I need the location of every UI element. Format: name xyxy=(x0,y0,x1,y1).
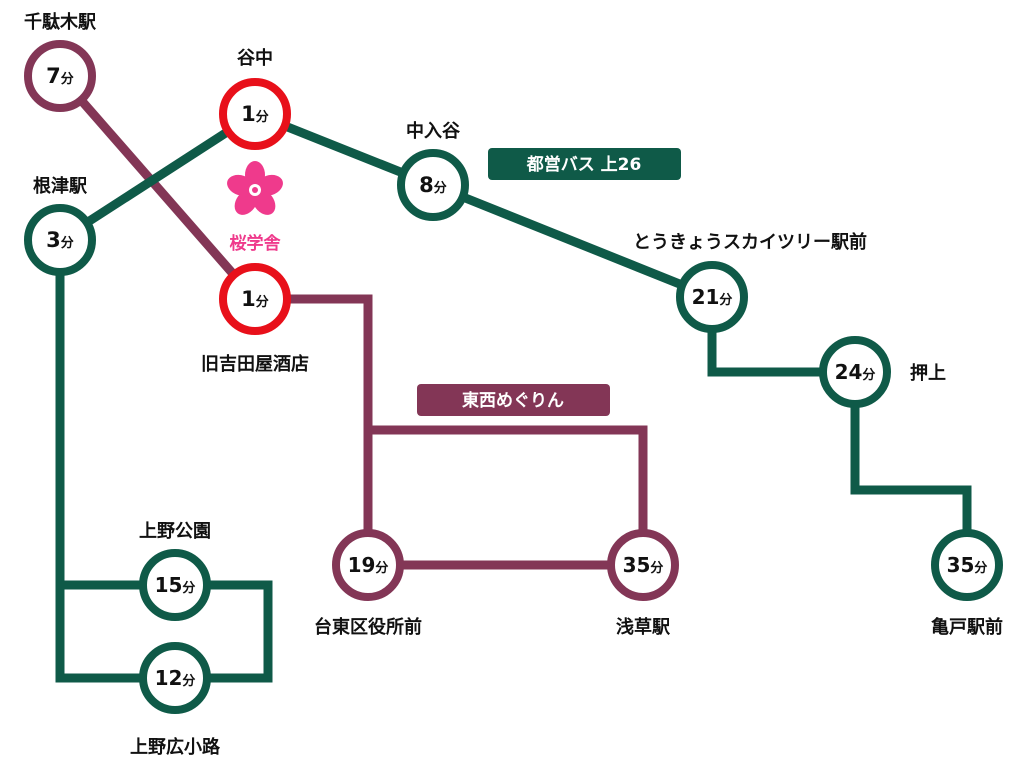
route-line-ueno-branch xyxy=(55,240,175,683)
stop-circle[interactable] xyxy=(24,204,96,276)
travel-time: 7分 xyxy=(46,64,74,88)
stop-name: 上野広小路 xyxy=(130,736,221,758)
stop-skytree[interactable]: 21分 とうきょうスカイツリー駅前 xyxy=(633,231,867,333)
stop-name: とうきょうスカイツリー駅前 xyxy=(633,231,867,253)
travel-time: 1分 xyxy=(241,287,269,311)
travel-time-value: 19 xyxy=(348,553,376,577)
route-line-bus-ue26 xyxy=(57,108,714,302)
stop-name: 谷中 xyxy=(237,47,273,69)
stop-name: 浅草駅 xyxy=(616,616,671,638)
travel-time-value: 35 xyxy=(947,553,975,577)
stop-name: 旧吉田屋酒店 xyxy=(201,353,309,375)
stop-name: 上野公園 xyxy=(139,521,211,542)
stop-name: 千駄木駅 xyxy=(24,11,97,33)
travel-time-value: 24 xyxy=(835,360,863,384)
stop-circle[interactable] xyxy=(819,336,891,408)
travel-time-value: 12 xyxy=(155,666,183,690)
stop-ueno_park[interactable]: 15分 上野公園 xyxy=(139,521,211,621)
travel-time-unit: 分 xyxy=(719,292,732,308)
stop-sendagi[interactable]: 7分 千駄木駅 xyxy=(24,11,97,112)
svg-text:都営バス 上26: 都営バス 上26 xyxy=(526,154,642,175)
travel-time-value: 3 xyxy=(46,228,61,252)
travel-time-unit: 分 xyxy=(182,673,195,689)
travel-time-unit: 分 xyxy=(974,560,987,576)
stop-circle[interactable] xyxy=(931,529,1003,601)
sakura-flower-icon xyxy=(227,161,283,215)
route-line-bus-kameido xyxy=(850,372,972,565)
stop-circle[interactable] xyxy=(607,529,679,601)
travel-time-unit: 分 xyxy=(256,109,269,125)
travel-time: 8分 xyxy=(419,173,447,197)
travel-time-value: 7 xyxy=(46,64,61,88)
school-label: 桜学舎 xyxy=(230,233,282,254)
stop-circle[interactable] xyxy=(139,642,211,714)
stop-yanaka[interactable]: 1分 谷中 xyxy=(219,47,291,150)
travel-time: 3分 xyxy=(46,228,74,252)
travel-time: 19分 xyxy=(348,553,389,577)
stop-circle[interactable] xyxy=(397,149,469,221)
route-line-meguririn-loop xyxy=(368,425,648,565)
meguririn-route-label: 東西めぐりん xyxy=(417,384,610,416)
stop-circle[interactable] xyxy=(24,40,96,112)
travel-time-unit: 分 xyxy=(434,180,447,196)
travel-time-value: 1 xyxy=(241,102,256,126)
stop-circle[interactable] xyxy=(219,78,291,150)
travel-time: 24分 xyxy=(835,360,876,384)
travel-time-value: 21 xyxy=(692,285,720,309)
stop-circle[interactable] xyxy=(139,549,211,621)
route-line-sendagi-yoshidaya xyxy=(56,73,259,302)
stop-name: 中入谷 xyxy=(406,120,461,142)
stop-name: 亀戸駅前 xyxy=(931,616,1003,638)
travel-time-unit: 分 xyxy=(375,560,388,576)
travel-time: 1分 xyxy=(241,102,269,126)
stop-nakairiya[interactable]: 8分 中入谷 xyxy=(397,120,469,221)
travel-time-unit: 分 xyxy=(61,71,74,87)
stop-oshiage[interactable]: 24分 押上 xyxy=(819,336,946,408)
travel-time-unit: 分 xyxy=(182,580,195,596)
travel-time: 35分 xyxy=(623,553,664,577)
stop-circle[interactable] xyxy=(219,263,291,335)
travel-time-unit: 分 xyxy=(256,294,269,310)
travel-time-value: 35 xyxy=(623,553,651,577)
travel-time-value: 15 xyxy=(155,573,183,597)
bus-route-label: 都営バス 上26 xyxy=(488,148,681,180)
travel-time-value: 1 xyxy=(241,287,256,311)
travel-time: 15分 xyxy=(155,573,196,597)
stop-circle[interactable] xyxy=(676,261,748,333)
stop-name: 台東区役所前 xyxy=(314,616,422,638)
stop-name: 押上 xyxy=(910,362,946,384)
route-line-meguririn xyxy=(255,294,373,565)
stop-circle[interactable] xyxy=(332,529,404,601)
svg-text:東西めぐりん: 東西めぐりん xyxy=(462,390,564,411)
travel-time-value: 8 xyxy=(419,173,434,197)
stop-name: 根津駅 xyxy=(33,175,88,197)
travel-time: 21分 xyxy=(692,285,733,309)
travel-time-unit: 分 xyxy=(862,367,875,383)
travel-time-unit: 分 xyxy=(61,235,74,251)
travel-time: 12分 xyxy=(155,666,196,690)
stop-nezu[interactable]: 3分 根津駅 xyxy=(24,175,96,276)
travel-time-unit: 分 xyxy=(650,560,663,576)
travel-time: 35分 xyxy=(947,553,988,577)
